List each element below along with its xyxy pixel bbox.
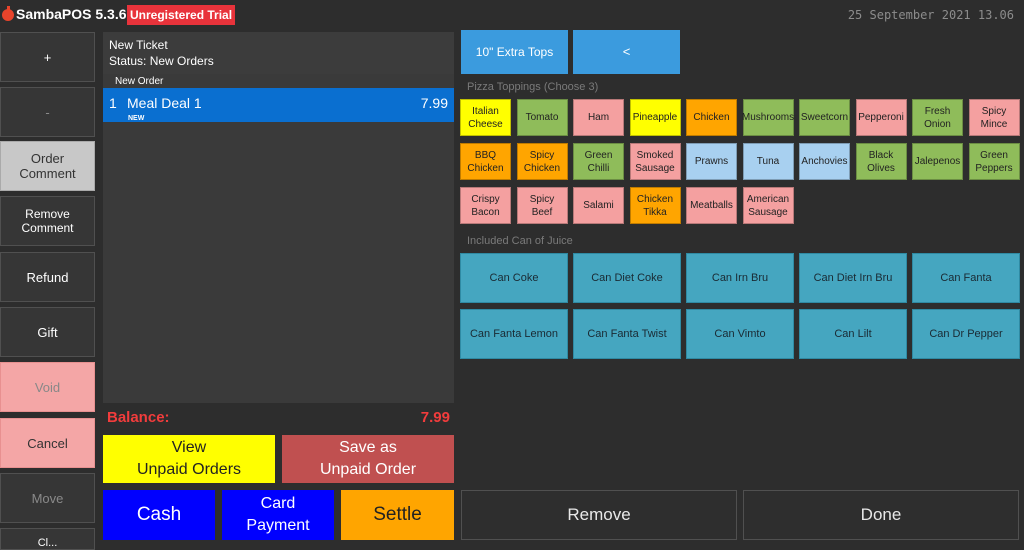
cash-button[interactable]: Cash <box>103 490 215 540</box>
trial-badge: Unregistered Trial <box>127 5 236 25</box>
juice-section-label: Included Can of Juice <box>467 235 573 247</box>
topping-button[interactable]: Pineapple <box>629 99 681 136</box>
topping-button[interactable]: Crispy Bacon <box>460 187 511 224</box>
order-new-tag: NEW <box>128 115 145 122</box>
juice-button[interactable]: Can Vimto <box>686 309 794 359</box>
topping-button[interactable]: Italian Cheese <box>460 99 511 136</box>
topping-button[interactable]: Prawns <box>686 143 737 180</box>
back-button[interactable]: < <box>573 30 680 74</box>
topping-button[interactable]: Tuna <box>742 143 794 180</box>
juice-button[interactable]: Can Fanta Lemon <box>460 309 568 359</box>
topping-button[interactable]: Spicy Chicken <box>516 143 568 180</box>
ticket-header: New Ticket Status: New Orders <box>103 32 454 74</box>
date-time: 25 September 2021 13.06 <box>847 8 1014 22</box>
juice-button[interactable]: Can Fanta Twist <box>573 309 681 359</box>
topping-button[interactable]: Anchovies <box>799 143 850 180</box>
topping-button[interactable]: Green Chilli <box>573 143 624 180</box>
order-price: 7.99 <box>420 95 448 111</box>
topping-button[interactable]: Spicy Beef <box>516 187 568 224</box>
juice-button[interactable]: Can Lilt <box>799 309 907 359</box>
decrease-quantity-button[interactable]: - <box>0 87 95 137</box>
done-button[interactable]: Done <box>743 490 1019 540</box>
topping-button[interactable]: Fresh Onion <box>912 99 963 136</box>
increase-quantity-button[interactable]: + <box>0 32 95 82</box>
juice-button[interactable]: Can Diet Irn Bru <box>799 253 907 303</box>
ticket-title: New Ticket <box>109 38 168 52</box>
topping-button[interactable]: Chicken <box>686 99 737 136</box>
remove-button[interactable]: Remove <box>461 490 737 540</box>
topping-button[interactable]: Sweetcorn <box>799 99 850 136</box>
juice-button[interactable]: Can Coke <box>460 253 568 303</box>
topping-button[interactable]: Jalepenos <box>912 143 963 180</box>
order-line[interactable]: 1 Meal Deal 1 7.99 NEW <box>103 88 454 122</box>
ticket-status: Status: New Orders <box>109 54 214 68</box>
juice-button[interactable]: Can Irn Bru <box>686 253 794 303</box>
app-title: SambaPOS 5.3.6 <box>16 6 127 22</box>
cancel-button[interactable]: Cancel <box>0 418 95 468</box>
order-quantity: 1 <box>109 95 117 111</box>
balance-value: 7.99 <box>420 409 450 426</box>
juice-button[interactable]: Can Dr Pepper <box>912 309 1020 359</box>
ticket-panel: New Ticket Status: New Orders New Order … <box>103 32 454 403</box>
pizza-toppings-label: Pizza Toppings (Choose 3) <box>467 81 599 93</box>
card-payment-button[interactable]: Card Payment <box>222 490 334 540</box>
juice-button[interactable]: Can Diet Coke <box>573 253 681 303</box>
topping-button[interactable]: Green Peppers <box>968 143 1020 180</box>
gift-button[interactable]: Gift <box>0 307 95 357</box>
balance-label: Balance: <box>107 409 170 426</box>
topping-button[interactable]: Ham <box>573 99 624 136</box>
extra-tops-tab[interactable]: 10" Extra Tops <box>461 30 568 74</box>
topping-button[interactable]: BBQ Chicken <box>460 143 511 180</box>
title-bar: SambaPOS 5.3.6 Unregistered Trial 25 Sep… <box>0 0 1024 30</box>
void-button[interactable]: Void <box>0 362 95 412</box>
topping-button[interactable]: Salami <box>573 187 624 224</box>
topping-button[interactable]: Chicken Tikka <box>629 187 681 224</box>
remove-comment-button[interactable]: Remove Comment <box>0 196 95 246</box>
topping-button[interactable]: Pepperoni <box>855 99 907 136</box>
topping-button[interactable]: Mushrooms <box>742 99 794 136</box>
topping-button[interactable]: Black Olives <box>855 143 907 180</box>
close-button[interactable]: Cl... <box>0 528 95 550</box>
order-group-label: New Order <box>115 76 164 87</box>
topping-button[interactable]: Meatballs <box>686 187 737 224</box>
juice-button[interactable]: Can Fanta <box>912 253 1020 303</box>
settle-button[interactable]: Settle <box>341 490 454 540</box>
move-button[interactable]: Move <box>0 473 95 523</box>
view-unpaid-orders-button[interactable]: View Unpaid Orders <box>103 435 275 483</box>
topping-button[interactable]: Spicy Mince <box>968 99 1020 136</box>
topping-button[interactable]: American Sausage <box>742 187 794 224</box>
order-comment-button[interactable]: Order Comment <box>0 141 95 191</box>
save-unpaid-order-button[interactable]: Save as Unpaid Order <box>282 435 454 483</box>
topping-button[interactable]: Tomato <box>516 99 568 136</box>
order-name: Meal Deal 1 <box>127 95 202 111</box>
sambapos-logo-icon <box>2 6 14 21</box>
topping-button[interactable]: Smoked Sausage <box>629 143 681 180</box>
refund-button[interactable]: Refund <box>0 252 95 302</box>
